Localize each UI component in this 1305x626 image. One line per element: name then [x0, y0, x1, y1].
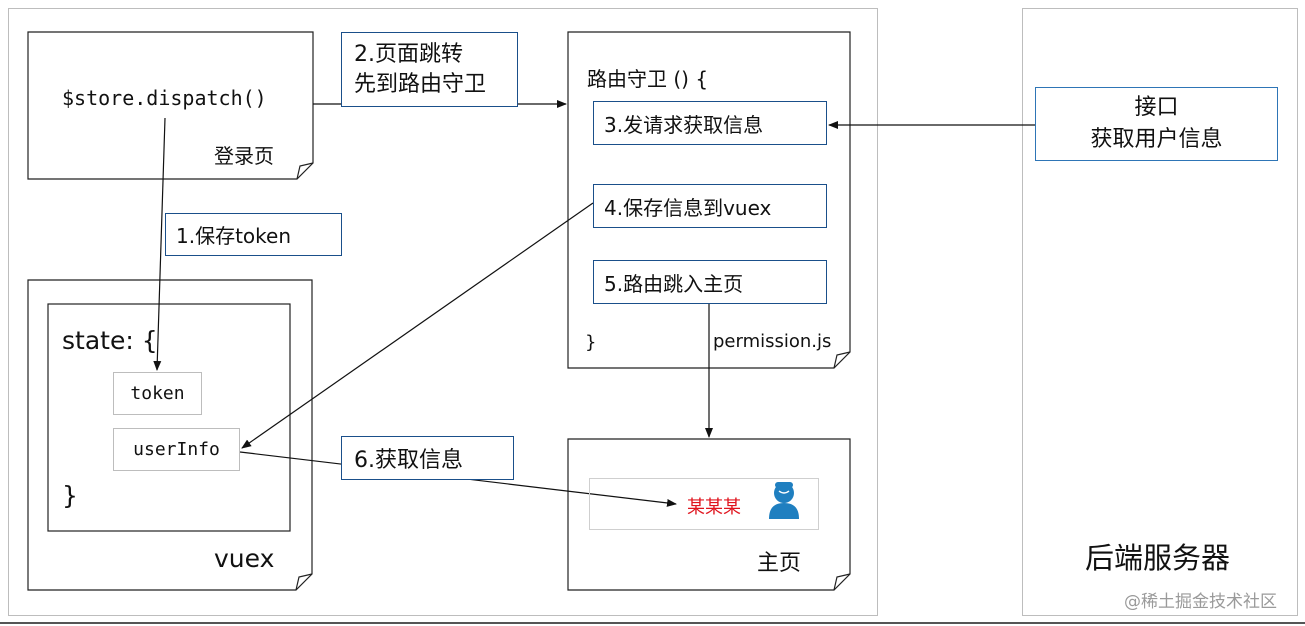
arrow-save-token: [153, 117, 166, 371]
state-box: [47, 303, 291, 532]
step-2-line1: 2.页面跳转: [354, 41, 463, 67]
dispatch-code: $store.dispatch(): [62, 86, 267, 110]
login-page-fold: [296, 162, 314, 180]
router-guard-fold: [833, 351, 851, 369]
permission-file: permission.js: [713, 331, 832, 352]
step-1-label: 1.保存token: [165, 213, 342, 256]
vuex-title: vuex: [214, 544, 275, 573]
login-page-box: [27, 31, 314, 180]
home-user-bar: [589, 478, 819, 530]
api-line2: 获取用户信息: [1090, 127, 1223, 152]
home-page-title: 主页: [757, 551, 802, 576]
state-close: }: [62, 481, 78, 510]
backend-title: 后端服务器: [1085, 541, 1231, 575]
login-page-title: 登录页: [214, 144, 274, 168]
step-4-label: 4.保存信息到vuex: [593, 184, 827, 228]
step-2-label: 2.页面跳转 先到路由守卫: [341, 32, 518, 107]
state-open: state: {: [62, 326, 158, 355]
step-5-label: 5.路由跳入主页: [593, 260, 827, 304]
router-guard-open: 路由守卫 () {: [587, 67, 709, 91]
api-line1: 接口: [1134, 95, 1179, 120]
router-guard-close: }: [585, 332, 597, 353]
home-page-box: [567, 438, 851, 591]
home-page-fold: [833, 573, 851, 591]
step-6-label: 6.获取信息: [341, 436, 514, 480]
step-3-label: 3.发请求获取信息: [593, 101, 827, 145]
step-2-line2: 先到路由守卫: [354, 71, 487, 97]
api-box: 接口 获取用户信息: [1035, 87, 1278, 161]
userinfo-field: userInfo: [113, 428, 240, 471]
token-field: token: [113, 372, 202, 415]
arrow-save-userinfo: [241, 202, 594, 449]
home-user-name: 某某某: [687, 497, 741, 518]
watermark: @稀土掘金技术社区: [1124, 592, 1277, 612]
vuex-fold: [295, 573, 313, 591]
bottom-divider: [0, 622, 1305, 624]
